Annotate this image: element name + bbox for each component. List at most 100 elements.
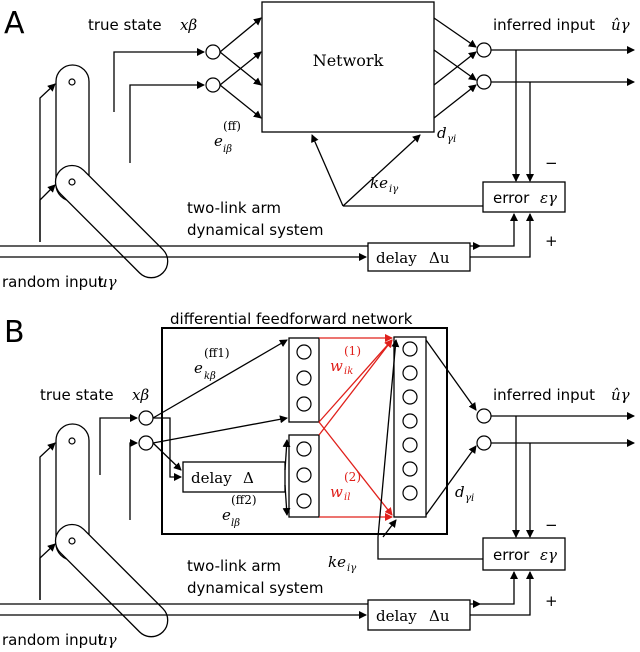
a-to-error-top xyxy=(480,213,518,247)
b-enc-arrow xyxy=(282,439,291,471)
svg-text:γi: γi xyxy=(465,493,474,504)
a-delay-label: delay xyxy=(376,249,417,267)
panel-b-letter: B xyxy=(4,315,25,350)
a-dec-arrow xyxy=(433,84,477,119)
b-dff-box xyxy=(161,327,448,535)
b-delay-inner-symbol: Δ xyxy=(243,469,254,487)
svg-text:d: d xyxy=(437,124,447,142)
b-enc-arrow xyxy=(152,415,288,444)
a-ke-arrow-1 xyxy=(311,134,344,207)
a-dec-arrow xyxy=(433,51,477,86)
b-error-box xyxy=(482,537,566,571)
a-random-input-symbol: uγ xyxy=(98,273,117,291)
a-plus-sign: + xyxy=(545,232,558,250)
svg-text:d: d xyxy=(455,483,465,501)
a-arm-label-1: two-link arm xyxy=(187,199,281,217)
svg-text:il: il xyxy=(344,492,350,503)
svg-text:(ff): (ff) xyxy=(223,119,241,133)
b-eff1-label: e (ff1) kβ xyxy=(194,346,230,382)
b-delay-inner-box xyxy=(182,461,286,493)
a-output-node-2 xyxy=(476,74,492,90)
a-input-node-1 xyxy=(205,44,221,60)
panel-b: B differential feedforward network true … xyxy=(0,310,635,649)
a-arm-to-node2 xyxy=(129,81,205,163)
b-error-symbol: εγ xyxy=(540,546,557,564)
b-random-input-symbol: uγ xyxy=(98,631,117,649)
a-dec-arrow xyxy=(433,49,477,81)
b-input-node-2 xyxy=(138,435,154,451)
b-arm-to-node2 xyxy=(129,439,138,520)
a-true-state-symbol: xβ xyxy=(180,16,197,34)
b-delay-to-error xyxy=(470,571,534,616)
svg-text:ke: ke xyxy=(328,553,346,571)
b-d-label: d γi xyxy=(455,483,474,504)
svg-text:(ff1): (ff1) xyxy=(204,346,230,360)
panel-a-letter: A xyxy=(4,6,25,41)
b-arm-to-node1 xyxy=(99,414,138,475)
svg-text:w: w xyxy=(330,483,343,501)
b-inferred-symbol: ûγ xyxy=(611,386,630,404)
svg-text:e: e xyxy=(194,359,203,377)
b-node1-to-delay xyxy=(153,417,182,481)
b-plus-sign: + xyxy=(545,592,558,610)
b-inferred-label: inferred input xyxy=(493,386,595,404)
a-enc-arrow xyxy=(219,51,262,86)
svg-text:w: w xyxy=(330,357,343,375)
b-dff-title: differential feedforward network xyxy=(170,310,413,328)
svg-text:lβ: lβ xyxy=(231,518,240,529)
a-true-state-label: true state xyxy=(88,16,162,34)
b-random-to-arm-2 xyxy=(39,543,56,600)
b-weight-arrow xyxy=(318,339,393,423)
b-random-input-label: random input xyxy=(2,631,104,649)
b-output-node-2 xyxy=(476,435,492,451)
a-network-box xyxy=(261,1,435,133)
svg-text:e: e xyxy=(222,506,231,524)
a-dec-arrow xyxy=(433,17,477,48)
a-minus-sign: − xyxy=(545,154,558,172)
b-two-link-arm xyxy=(54,423,169,638)
b-minus-sign: − xyxy=(545,516,558,534)
panel-a: A true state xβ Network e (ff) iβ xyxy=(0,1,635,291)
svg-text:(ff2): (ff2) xyxy=(231,493,257,507)
b-true-state-label: true state xyxy=(40,386,114,404)
svg-text:kβ: kβ xyxy=(204,371,216,382)
b-output-node-1 xyxy=(476,408,492,424)
b-delay-label: delay xyxy=(376,607,417,625)
a-eff-label: e (ff) iβ xyxy=(214,119,241,155)
a-enc-arrow xyxy=(219,17,262,53)
b-eff2-label: e (ff2) lβ xyxy=(222,493,257,529)
a-random-to-arm-1 xyxy=(39,83,56,242)
b-enc-arrow xyxy=(152,339,288,419)
b-delay-inner-label: delay xyxy=(191,469,232,487)
b-arm-label-1: two-link arm xyxy=(187,557,281,575)
a-delay-box xyxy=(367,242,471,272)
svg-text:(2): (2) xyxy=(344,470,361,484)
a-error-symbol: εγ xyxy=(540,189,557,207)
a-delay-symbol: Δu xyxy=(429,249,450,267)
a-input-node-2 xyxy=(205,77,221,93)
b-dec-arrow xyxy=(425,445,477,516)
svg-text:γi: γi xyxy=(447,134,456,145)
b-weight-arrow xyxy=(318,421,393,516)
b-error-label: error xyxy=(493,546,530,564)
a-ke-arrow-2 xyxy=(342,134,421,207)
svg-text:iγ: iγ xyxy=(389,184,398,195)
a-arm-to-node1 xyxy=(113,48,205,112)
a-delay-to-error xyxy=(470,213,534,258)
b-w1-label: w (1) ik xyxy=(330,344,361,377)
b-ke-arrow-2 xyxy=(382,519,397,538)
b-weight-arrow xyxy=(318,339,393,436)
svg-text:e: e xyxy=(214,132,223,150)
a-two-link-arm xyxy=(54,64,169,279)
a-error-label: error xyxy=(493,189,530,207)
b-dec-arrow xyxy=(425,339,477,411)
b-true-state-symbol: xβ xyxy=(132,386,149,404)
svg-text:iγ: iγ xyxy=(347,563,356,574)
svg-text:iβ: iβ xyxy=(223,144,232,155)
a-random-to-arm-2 xyxy=(39,184,56,242)
a-inferred-symbol: ûγ xyxy=(611,16,630,34)
b-ke-line xyxy=(377,537,483,560)
a-enc-arrow xyxy=(219,84,262,119)
svg-text:ke: ke xyxy=(370,174,388,192)
